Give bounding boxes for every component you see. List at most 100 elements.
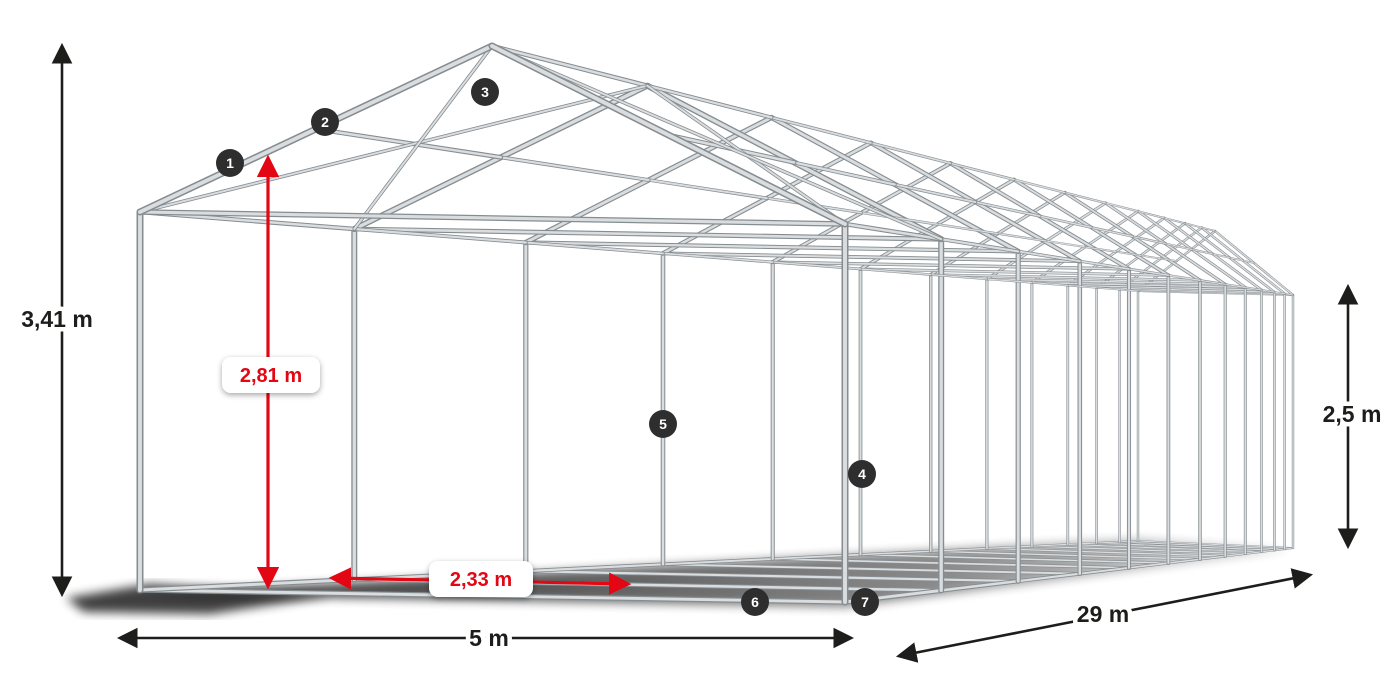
badge-1-circle [216, 149, 244, 177]
front-left-shadow [66, 584, 330, 614]
frame-tube [930, 550, 1201, 560]
width-label: 5 m [469, 625, 509, 651]
inner-height-label: 2,81 m [240, 365, 302, 387]
frame-tube [314, 127, 503, 159]
frame-tube [771, 261, 1130, 270]
frame-tube [1284, 547, 1294, 550]
frame-tube [1167, 558, 1201, 564]
frame-tube [859, 268, 1170, 277]
badge-6-number: 6 [751, 594, 759, 610]
frame-tube [1184, 222, 1203, 229]
frame-tube [139, 84, 649, 213]
frame-tube [1017, 250, 1081, 263]
length-arrow [895, 568, 1314, 663]
bay-spacing-label: 2,33 m [450, 569, 512, 591]
frame-tube [1031, 281, 1246, 289]
frame-tube [949, 162, 1015, 181]
frame-tube [843, 222, 943, 241]
frame-tube [770, 116, 872, 144]
frame-tube [986, 547, 1226, 557]
frame-tube [859, 268, 932, 276]
frame-tube [1064, 192, 1107, 204]
frame-tube [1067, 542, 1098, 546]
badge-4-number: 4 [858, 466, 866, 482]
frame-tube [1096, 287, 1121, 290]
badge-6: 6 [741, 588, 769, 616]
frame-tube [1137, 210, 1165, 219]
frame-tube [1164, 243, 1193, 250]
frame-tube [524, 241, 664, 255]
badge-2-circle [311, 108, 339, 136]
frame-tube [1244, 286, 1263, 291]
frame-tube [1160, 258, 1177, 262]
badge-4-circle [848, 460, 876, 488]
frame-tube [929, 273, 1201, 282]
frame-tube [986, 278, 1033, 284]
total-height-label: 3,41 m [21, 306, 93, 332]
length-label: 29 m [1077, 601, 1129, 627]
frame-tube [1067, 284, 1098, 289]
frame-tube [1242, 260, 1255, 264]
badge-2: 2 [311, 108, 339, 136]
frame-tube [1244, 551, 1263, 555]
frame-tube [1273, 291, 1286, 295]
frame-tube [1067, 284, 1263, 291]
badge-3-circle [471, 78, 499, 106]
side-height-label: 2,5 m [1323, 401, 1382, 427]
frame-tube [1104, 202, 1139, 212]
frame-tube [930, 274, 988, 280]
frame-tube [859, 550, 932, 556]
frame-tube [1137, 290, 1294, 296]
badge-5: 5 [649, 410, 677, 438]
frame-tube [1067, 543, 1263, 553]
frame-tube [1260, 549, 1276, 553]
total-height-dimension: 3,41 m [17, 42, 97, 598]
frame-tube [1038, 215, 1092, 229]
frame-tube [647, 179, 768, 200]
frame-tube [1224, 283, 1246, 288]
frame-tube [1229, 257, 1244, 262]
inner-height-label-box [222, 357, 320, 393]
frame-tube [524, 241, 1020, 253]
frame-tube [646, 84, 773, 119]
frame-tube [662, 252, 774, 263]
frame-tube [997, 233, 1047, 242]
frame-tube [499, 156, 650, 182]
frame-tube [860, 211, 938, 226]
badge-7-number: 7 [861, 594, 869, 610]
frame-tube [793, 161, 896, 186]
length-dimension: 29 m [895, 568, 1314, 663]
frame-tube [1078, 260, 1130, 270]
frame-tube [1096, 541, 1121, 544]
frame-tube [1163, 217, 1186, 224]
frame-tube [1090, 226, 1134, 238]
frame-tube [936, 223, 999, 235]
frame-tube [986, 278, 1226, 285]
frame-tube [771, 558, 1130, 569]
frame-tube [138, 578, 356, 592]
frame-tube [870, 142, 952, 165]
frame-tube [1013, 178, 1066, 194]
badge-3-number: 3 [481, 84, 489, 100]
frame-wireframe [136, 42, 1295, 606]
frame-tube [1140, 255, 1162, 260]
badge-5-number: 5 [659, 416, 667, 432]
frame-tube [1031, 282, 1069, 286]
frame-tube [1045, 240, 1086, 248]
frame-tube [491, 45, 943, 241]
badge-5-circle [649, 410, 677, 438]
bay-spacing-dimension: 2,33 m [328, 561, 632, 597]
frame-tube [1128, 268, 1170, 277]
badge-3: 3 [471, 78, 499, 106]
frame-tube [1167, 274, 1201, 281]
side-height-dimension: 2,5 m [1318, 283, 1386, 550]
frame-tube [1084, 246, 1117, 253]
frame-tube [1261, 289, 1275, 293]
frame-tube [662, 252, 1081, 263]
badge-6-circle [741, 588, 769, 616]
frame-tube [1137, 540, 1294, 549]
frame-tube [1224, 553, 1246, 557]
frame-tube [1199, 555, 1226, 560]
frame-tube [1284, 293, 1294, 296]
frame-tube [940, 238, 1020, 253]
